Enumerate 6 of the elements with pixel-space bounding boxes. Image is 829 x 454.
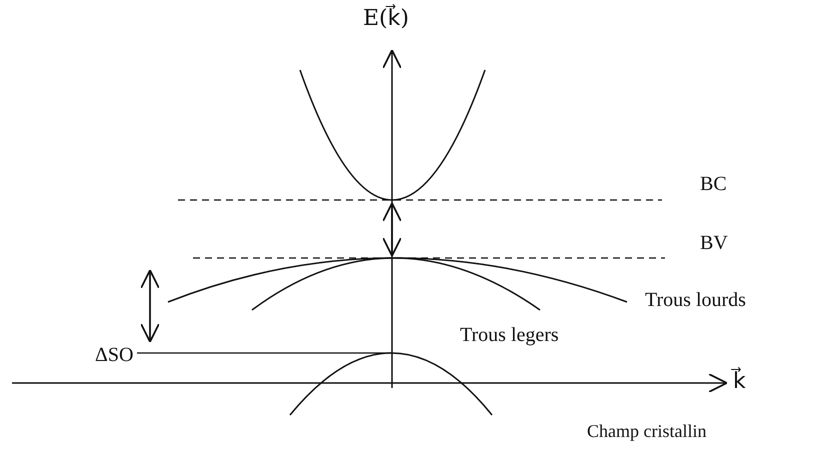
band-label: BV (700, 233, 728, 253)
dimension-label: ΔSO (95, 345, 134, 365)
band-label: Champ cristallin (587, 422, 706, 440)
band-label: Trous legers (460, 325, 559, 345)
band-label: Trous lourds (645, 290, 746, 310)
band-label: BC (700, 174, 727, 194)
